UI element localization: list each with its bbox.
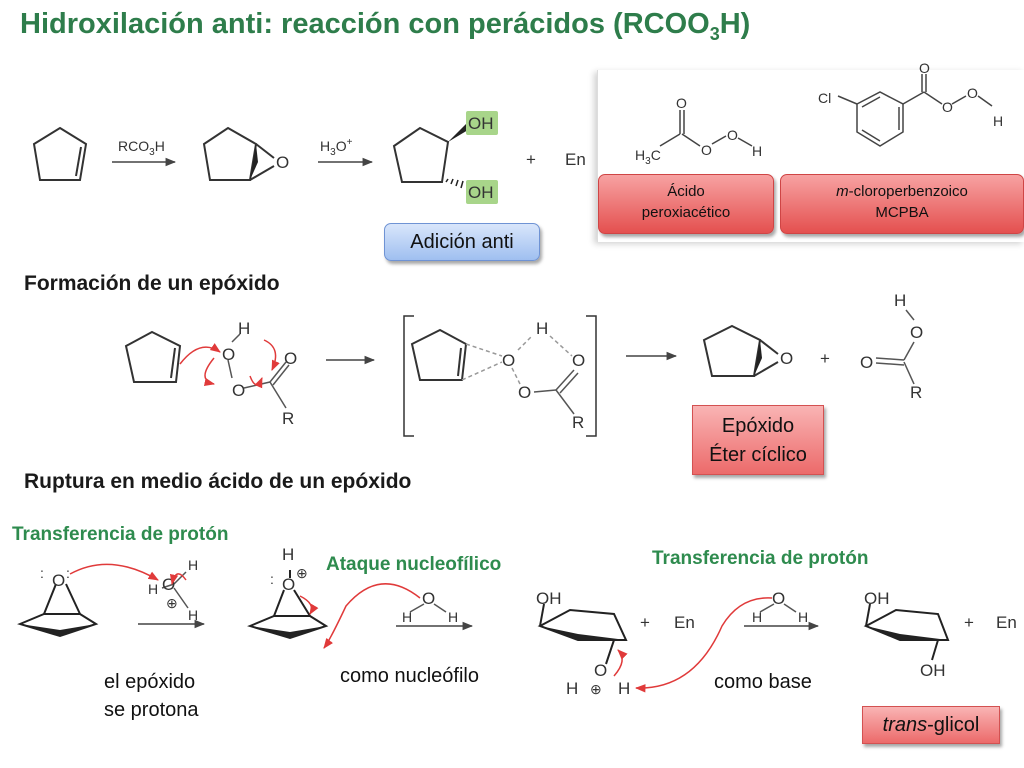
svg-text::: : [66, 565, 70, 581]
step-nucleophilic-attack: Ataque nucleofílico [326, 554, 502, 575]
svg-text:Cl: Cl [818, 90, 831, 106]
alkene-reactant [124, 330, 182, 383]
svg-text:⊕: ⊕ [166, 595, 178, 611]
svg-text:O: O [967, 85, 978, 101]
svg-text:+: + [820, 349, 830, 368]
svg-text:+: + [964, 613, 974, 632]
step-proton-transfer-2: Transferencia de protón [652, 548, 869, 569]
svg-text:H: H [618, 679, 630, 698]
transition-state [403, 315, 597, 437]
svg-text:H: H [752, 143, 762, 159]
trans-glycol-label: trans-glicol [862, 706, 1000, 744]
svg-text:O: O [52, 571, 65, 590]
svg-text:H: H [894, 291, 906, 310]
svg-text:O: O [594, 661, 607, 680]
svg-text:H: H [993, 113, 1003, 129]
diol-oh-top: OH [468, 114, 494, 133]
svg-text:H: H [798, 609, 808, 625]
svg-text:O: O [284, 349, 297, 368]
mcpba-label: m-cloroperbenzoico MCPBA [780, 174, 1024, 234]
cyclopentene-molecule [32, 126, 88, 181]
svg-text:R: R [282, 409, 294, 428]
h3c-group: H3C [635, 147, 661, 167]
epoxide-oxygen: O [276, 153, 289, 172]
svg-text:H: H [238, 319, 250, 338]
svg-text:OH: OH [536, 589, 562, 608]
peroxyacetic-acid-molecule [659, 110, 753, 147]
svg-text:H: H [188, 607, 198, 623]
svg-text:O: O [919, 60, 930, 76]
reagent-h3o: H3O+ [320, 137, 353, 158]
svg-text:O: O [572, 351, 585, 370]
diol-oh-bottom: OH [468, 183, 494, 202]
plus-sign: + [526, 150, 536, 169]
svg-text:O: O [860, 353, 873, 372]
trans-diol [863, 603, 950, 661]
mcpba-molecule [837, 74, 993, 147]
svg-text:O: O [676, 95, 687, 111]
svg-text:H: H [148, 581, 158, 597]
svg-text:OH: OH [864, 589, 890, 608]
svg-text:H: H [188, 557, 198, 573]
svg-text:R: R [910, 383, 922, 402]
water-nucleophile [409, 603, 447, 613]
anti-addition-label: Adición anti [384, 223, 540, 261]
svg-text:⊕: ⊕ [296, 565, 308, 581]
enantiomer-label: En [565, 150, 586, 169]
svg-text:O: O [422, 589, 435, 608]
protonated-diol [537, 603, 628, 665]
svg-text:H: H [566, 679, 578, 698]
oh-highlight-bottom [466, 180, 498, 204]
acid-product [875, 309, 915, 385]
svg-text:O: O [232, 381, 245, 400]
svg-text:O: O [727, 127, 738, 143]
svg-text:H: H [752, 609, 762, 625]
svg-text:O: O [222, 345, 235, 364]
diol-molecule [392, 126, 450, 183]
svg-text:H: H [282, 545, 294, 564]
svg-text:+: + [640, 613, 650, 632]
svg-text::: : [270, 571, 274, 587]
step-proton-transfer-1: Transferencia de protón [12, 524, 229, 545]
epoxide-molecule [202, 126, 275, 181]
section-heading-acid-opening: Ruptura en medio ácido de un epóxido [24, 470, 412, 493]
svg-text:O: O [910, 323, 923, 342]
svg-text:En: En [674, 613, 695, 632]
svg-text:O: O [518, 383, 531, 402]
reagent-rcoo3h: RCO3H [118, 138, 165, 158]
page-title: Hidroxilación anti: reacción con perácid… [20, 8, 751, 44]
svg-text:H: H [536, 319, 548, 338]
svg-text:⊕: ⊕ [590, 681, 602, 697]
oh-highlight-top [466, 111, 498, 135]
svg-text:O: O [780, 349, 793, 368]
svg-text:En: En [996, 613, 1017, 632]
svg-text::: : [40, 565, 44, 581]
svg-text:R: R [572, 413, 584, 432]
epoxide-product [702, 324, 779, 377]
mechanism-arrows-1 [179, 339, 280, 389]
water-base [759, 603, 797, 613]
epoxide-reactant-3 [17, 583, 99, 638]
svg-text:O: O [772, 589, 785, 608]
svg-text:O: O [282, 575, 295, 594]
svg-text:H: H [448, 609, 458, 625]
caption-base: como base [714, 671, 812, 693]
svg-text:O: O [942, 99, 953, 115]
svg-text:O: O [502, 351, 515, 370]
section-heading-epoxide-formation: Formación de un epóxido [24, 272, 280, 295]
svg-text:H: H [402, 609, 412, 625]
svg-text:OH: OH [920, 661, 946, 680]
svg-text:O: O [701, 142, 712, 158]
caption-nucleophile: como nucleófilo [340, 665, 479, 687]
